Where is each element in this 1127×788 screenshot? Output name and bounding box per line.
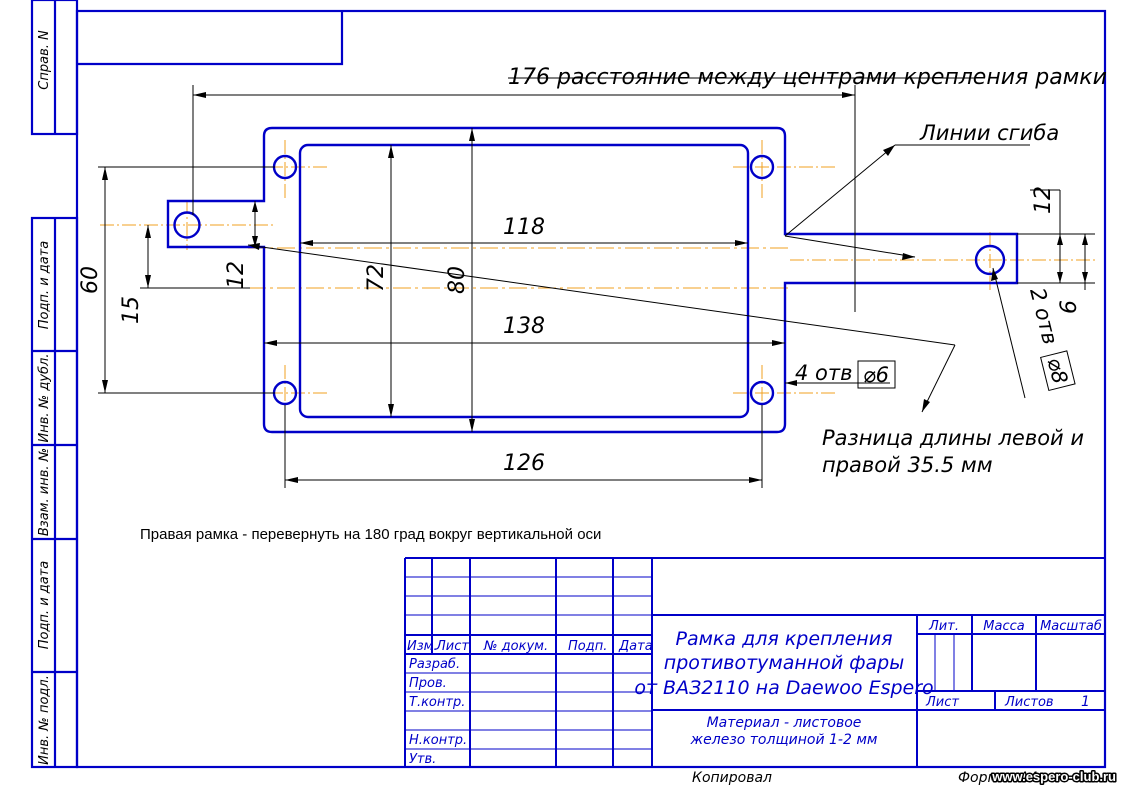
watermark-text: www.espero-club.ru	[991, 769, 1116, 784]
dim-176: 176 расстояние между центрами крепления …	[508, 65, 1107, 90]
stamp-podp-data-2: Подп. и дата	[37, 561, 52, 650]
drawing-title-2: противотуманной фары	[664, 652, 904, 674]
drawing-title-3: от ВАЗ2110 на Daewoo Espero	[634, 677, 933, 699]
holes-large-dia-box	[1040, 350, 1076, 392]
dim-72: 72	[364, 264, 389, 292]
watermark: www.espero-club.ru	[990, 768, 1118, 786]
dim-126: 126	[503, 451, 545, 476]
stamp-sprav: Справ. N	[37, 30, 52, 90]
row-utv: Утв.	[409, 752, 436, 767]
callout-length-diff-1: Разница длины левой и	[822, 426, 1084, 450]
dim-60: 60	[78, 266, 103, 294]
dim-12-right: 12	[1031, 186, 1056, 214]
stamp-inv-podl: Инв. № подл.	[37, 675, 52, 765]
row-prov: Пров.	[409, 676, 447, 691]
dimension-texts: 176 расстояние между центрами крепления …	[78, 65, 1107, 476]
label-format: Формат А4	[958, 770, 1038, 786]
row-nkontr: Н.контр.	[409, 733, 467, 748]
col-data: Дата	[618, 639, 653, 654]
label-listov: Листов	[1004, 695, 1054, 710]
label-kopiroval: Копировал	[692, 770, 772, 786]
col-izm: Изм.	[407, 639, 438, 654]
dimension-lines	[98, 77, 1095, 488]
holes-small-dia: ⌀6	[863, 363, 889, 387]
row-razrab: Разраб.	[409, 657, 460, 672]
dim-12-left: 12	[224, 261, 249, 289]
title-block-texts: Изм. Лист № докум. Подп. Дата Разраб. Пр…	[407, 619, 1102, 786]
material-1: Материал - листовое	[707, 715, 862, 731]
holes-large-label: 2 отв	[1025, 285, 1062, 347]
col-doc: № докум.	[483, 639, 548, 654]
dim-80: 80	[445, 266, 470, 294]
stamp-vzam-inv: Взам. инв. №	[37, 448, 52, 536]
label-list: Лист	[925, 695, 959, 710]
rotation-note: Правая рамка - перевернуть на 180 град в…	[140, 526, 601, 543]
dim-138: 138	[503, 314, 545, 339]
callout-bend-lines: Линии сгиба	[919, 121, 1059, 145]
label-lit: Лит.	[928, 619, 959, 634]
dim-6: 6	[1057, 300, 1082, 314]
row-tkontr: Т.контр.	[409, 695, 465, 710]
title-block-thin	[405, 576, 955, 750]
frame-part-outline	[166, 126, 1019, 434]
arrowheads	[102, 92, 1088, 483]
title-block-grid	[404, 557, 1105, 767]
listov-value: 1	[1081, 694, 1090, 710]
callout-length-diff-2: правой 35.5 мм	[822, 453, 993, 477]
col-list: Лист	[435, 639, 469, 654]
label-masshtab: Масштаб	[1040, 619, 1102, 634]
callouts: Линии сгиба Разница длины левой и правой…	[822, 121, 1084, 477]
material-2: железо толщиной 1-2 мм	[690, 732, 878, 748]
stamp-podp-data-1: Подп. и дата	[37, 241, 52, 330]
label-massa: Масса	[983, 619, 1024, 634]
drawing-title-1: Рамка для крепления	[675, 628, 892, 650]
stamp-inv-dubl: Инв. № дубл.	[37, 354, 52, 443]
center-lines	[100, 140, 1095, 425]
dim-15: 15	[119, 296, 144, 324]
side-stamps: Справ. N Подп. и дата Инв. № дубл. Взам.…	[37, 30, 52, 765]
col-podp: Подп.	[568, 639, 607, 654]
dim-118: 118	[503, 215, 545, 240]
holes-small-label: 4 отв	[795, 361, 853, 385]
sheet-frame	[30, 0, 1107, 769]
holes-small-dia-box	[857, 360, 896, 389]
